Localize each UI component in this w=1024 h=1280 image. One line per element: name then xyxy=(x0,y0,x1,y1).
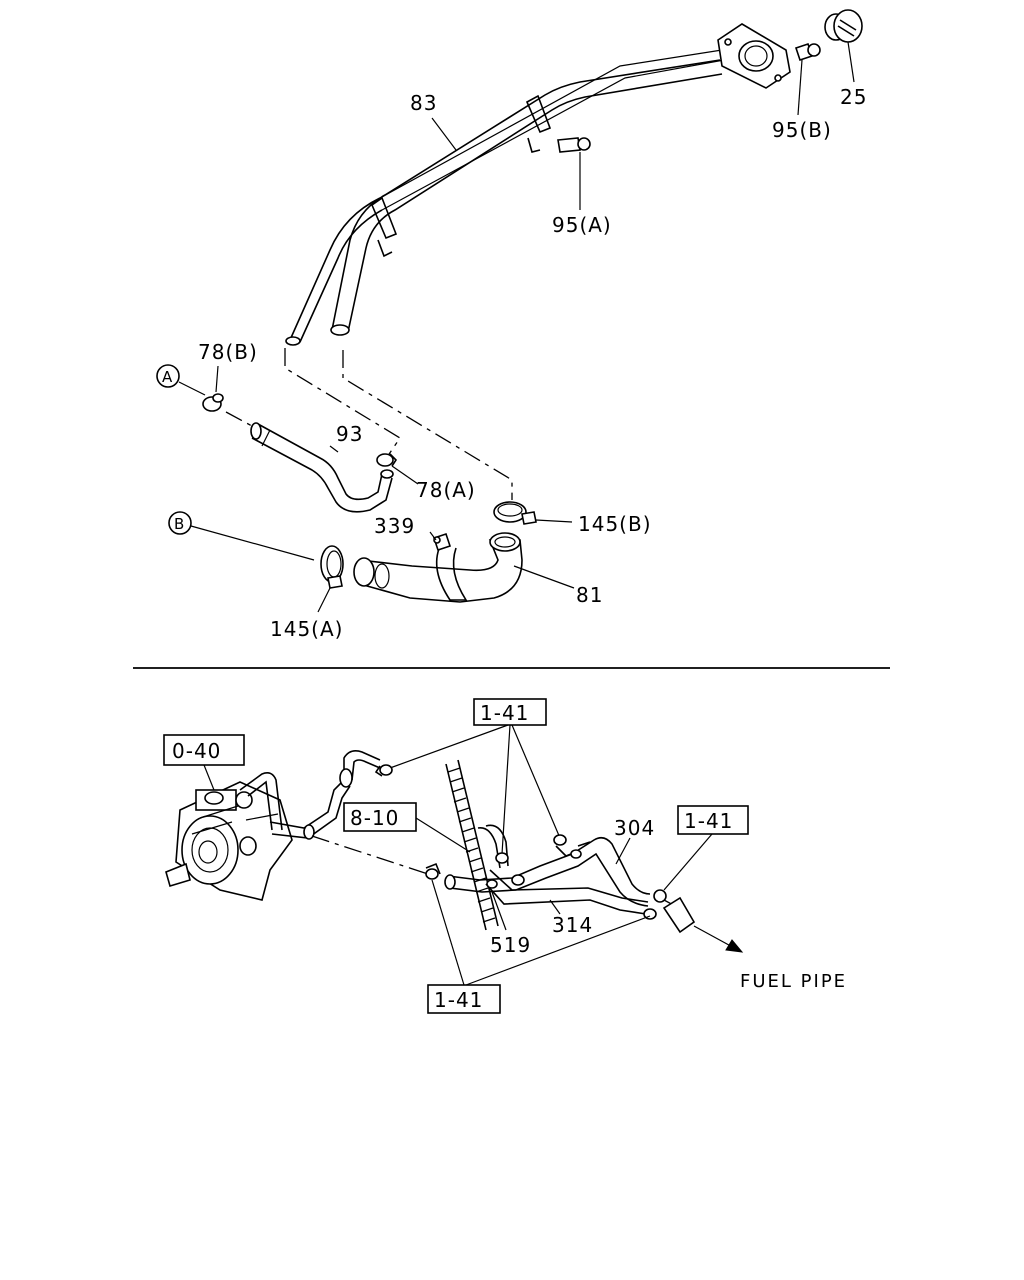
label-145b: 145(B) xyxy=(578,512,652,536)
ref-box-1-41-top xyxy=(473,698,547,726)
label-314: 314 xyxy=(552,913,593,937)
label-93: 93 xyxy=(336,422,363,446)
leader-1-41-bottom-b xyxy=(465,915,651,986)
marker-a-label: A xyxy=(162,368,173,386)
leader-1-41-top-b xyxy=(501,724,511,855)
label-95b: 95(B) xyxy=(772,118,832,142)
label-339: 339 xyxy=(374,514,415,538)
fuel-hoses xyxy=(444,824,651,915)
filler-pipe-83 xyxy=(285,23,791,346)
leader-145a xyxy=(317,587,331,613)
leader-519 xyxy=(491,891,507,931)
assembly-line-1 xyxy=(284,348,401,461)
leader-1-41-top-c xyxy=(511,724,561,839)
leader-314 xyxy=(549,899,561,915)
ref-label-0-40: 0-40 xyxy=(172,739,221,763)
fuel-pipe-arrowhead xyxy=(725,939,744,953)
ref-label-1-41-top: 1-41 xyxy=(480,701,529,725)
marker-a-circle xyxy=(156,364,180,388)
label-95a: 95(A) xyxy=(552,213,612,237)
label-25: 25 xyxy=(840,85,867,109)
clip-top xyxy=(374,764,393,777)
leader-81 xyxy=(513,565,575,589)
bolt-95a xyxy=(557,137,591,153)
assembly-line-2 xyxy=(342,350,513,500)
leader-1-41-right xyxy=(663,833,713,891)
label-519: 519 xyxy=(490,933,531,957)
clamp-145a xyxy=(320,545,344,589)
fuel-pipe-label: FUEL PIPE xyxy=(740,971,847,992)
bolt-95b xyxy=(794,42,821,62)
ref-label-1-41-bottom: 1-41 xyxy=(434,988,483,1012)
clip-78b xyxy=(202,393,224,412)
marker-b-label: B xyxy=(174,515,184,533)
label-145a: 145(A) xyxy=(270,617,343,641)
label-81: 81 xyxy=(576,583,603,607)
ref-box-1-41-right xyxy=(677,805,749,835)
clip-right-upper xyxy=(553,834,582,859)
leader-8-10 xyxy=(415,817,471,853)
ref-box-1-41-bottom xyxy=(427,984,501,1014)
leader-304 xyxy=(615,837,631,865)
hose-93 xyxy=(250,422,394,513)
leader-83 xyxy=(431,117,457,151)
leader-25 xyxy=(847,41,855,83)
clip-339 xyxy=(432,532,452,552)
leader-a xyxy=(178,381,206,396)
leader-93 xyxy=(329,445,339,453)
ref-box-8-10 xyxy=(343,802,417,832)
hose-81 xyxy=(353,532,523,603)
corrugated-tube-519 xyxy=(445,759,499,931)
leader-78a xyxy=(391,465,419,485)
leader-78b xyxy=(215,365,219,393)
leader-95b xyxy=(797,59,803,116)
leader-0-40 xyxy=(203,764,215,791)
ref-label-8-10: 8-10 xyxy=(350,806,399,830)
bottom-diagram: 0-40 1-41 8-10 xyxy=(163,698,847,1014)
label-83: 83 xyxy=(410,91,437,115)
assembly-line-a xyxy=(225,411,253,427)
marker-b-circle xyxy=(168,511,192,535)
leader-1-41-bottom-a xyxy=(431,879,465,986)
clip-78a xyxy=(376,453,398,467)
clip-center xyxy=(486,852,525,889)
clip-lower-left xyxy=(425,862,441,880)
leader-145b xyxy=(535,519,573,523)
filler-cap-25 xyxy=(824,9,863,43)
leader-339 xyxy=(429,531,437,541)
fuel-pipe-end xyxy=(662,896,696,934)
top-diagram: 83 25 95(B) 95(A) 78(B) 93 78(A) 339 145… xyxy=(156,9,867,641)
label-304: 304 xyxy=(614,816,655,840)
ref-label-1-41-right: 1-41 xyxy=(684,809,733,833)
injection-pump xyxy=(165,750,381,901)
assembly-line-pump xyxy=(311,835,429,875)
label-78a: 78(A) xyxy=(416,478,476,502)
clamp-145b xyxy=(493,501,537,525)
leader-1-41-top-a xyxy=(389,724,509,769)
leader-b xyxy=(190,525,315,561)
label-78b: 78(B) xyxy=(198,340,258,364)
